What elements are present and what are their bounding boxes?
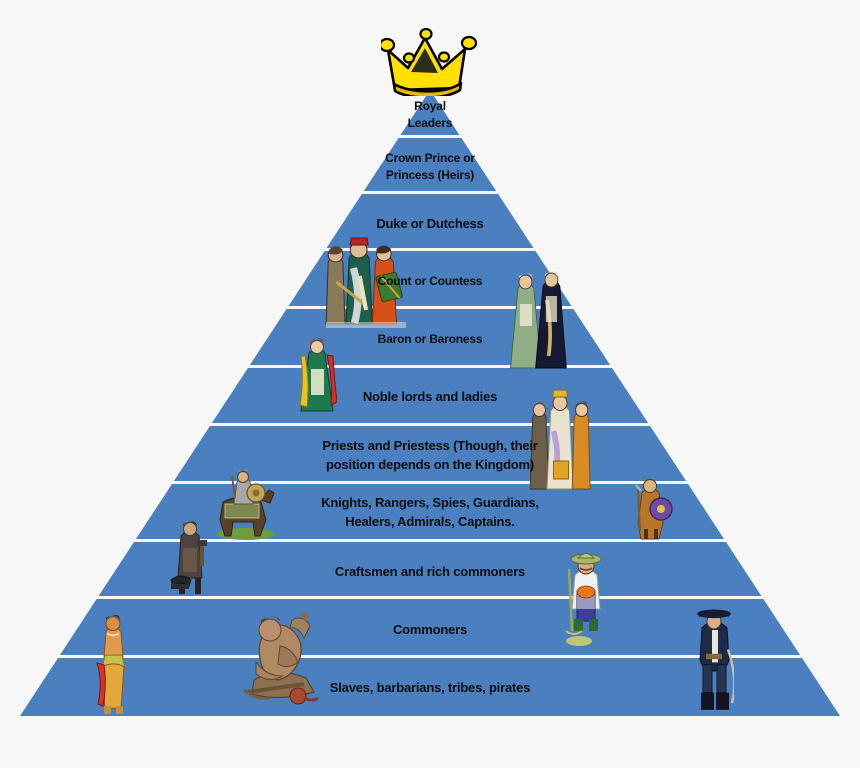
tier-baron[interactable] — [249, 309, 611, 365]
tier-crown-prince[interactable] — [363, 138, 497, 191]
tier-priests[interactable] — [173, 426, 687, 481]
tier-craftsmen[interactable] — [98, 542, 762, 596]
tier-knights[interactable] — [135, 484, 725, 539]
tier-commoners[interactable] — [59, 599, 801, 655]
tier-royal-leaders[interactable] — [400, 90, 460, 135]
tier-noble-lords[interactable] — [211, 368, 649, 423]
tier-count[interactable] — [288, 251, 572, 306]
crown-icon — [381, 28, 481, 96]
tier-slaves[interactable] — [20, 658, 840, 716]
tier-duke[interactable] — [326, 194, 534, 248]
